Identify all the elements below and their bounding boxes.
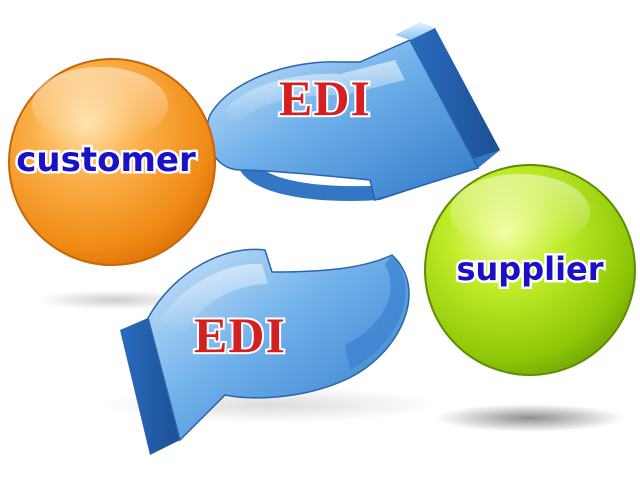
upper-arrow-top-edge — [395, 22, 435, 40]
edi-label-top: EDI — [279, 70, 371, 126]
center-swirl-cutout-lower — [268, 249, 392, 269]
supplier-label: supplier — [456, 250, 603, 288]
lower-arrow-side — [120, 318, 180, 455]
lower-arrow-highlight — [160, 263, 268, 335]
node-customer: customer — [8, 58, 216, 266]
customer-sphere-gloss — [32, 67, 168, 143]
upper-arrow-highlight — [225, 60, 405, 125]
edi-label-bottom: EDI — [194, 307, 286, 363]
lower-arrow-inner-edge — [345, 255, 406, 370]
supplier-shadow — [435, 404, 625, 432]
upper-arrow-face — [206, 39, 480, 201]
center-swirl-cutout — [231, 180, 380, 235]
upper-arrow-bottom — [240, 150, 500, 201]
upper-arrow-side — [410, 28, 500, 168]
node-supplier: supplier — [424, 164, 636, 376]
supplier-sphere-gloss — [450, 174, 590, 250]
customer-shadow — [35, 290, 195, 310]
lower-arrow — [120, 248, 410, 455]
upper-arrow — [206, 22, 500, 201]
customer-label: customer — [16, 140, 196, 180]
